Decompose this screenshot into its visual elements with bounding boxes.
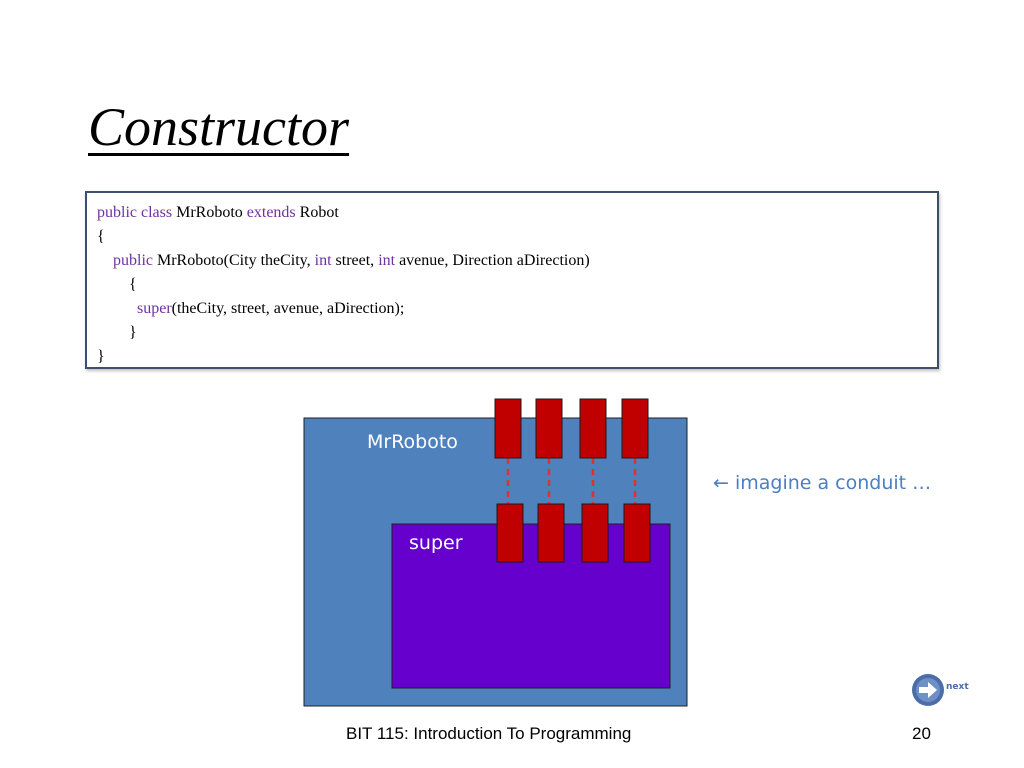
code-keyword: int	[378, 252, 396, 269]
lower-connector-block	[537, 503, 565, 563]
upper-connector-block	[494, 398, 522, 459]
code-text: street,	[331, 252, 379, 269]
code-line-2: {	[97, 228, 105, 245]
lower-connector-block	[496, 503, 524, 563]
code-line-3: public MrRoboto(City theCity, int street…	[97, 249, 927, 273]
code-line-6: }	[97, 324, 137, 341]
page-number: 20	[912, 724, 931, 743]
upper-connector-block	[621, 398, 649, 459]
code-line-1: public class MrRoboto extends Robot	[97, 201, 927, 225]
code-keyword: int	[314, 252, 332, 269]
code-keyword: extends	[246, 204, 296, 221]
slide-title: Constructor	[88, 97, 350, 157]
code-text: (theCity, street, avenue, aDirection);	[171, 300, 405, 317]
code-keyword: public class	[97, 204, 173, 221]
upper-connector-block	[535, 398, 563, 459]
code-line-7: }	[97, 348, 105, 365]
code-text: Robot	[295, 204, 339, 221]
next-arrow-icon[interactable]	[910, 672, 974, 708]
lower-connector-block	[623, 503, 651, 563]
code-keyword: public	[113, 252, 153, 269]
next-button-label[interactable]: next	[946, 682, 969, 692]
connector-group	[494, 398, 651, 563]
code-line-4: {	[97, 276, 137, 293]
mrroboto-label: MrRoboto	[367, 431, 458, 453]
code-keyword: super	[137, 300, 172, 317]
code-text: avenue, Direction aDirection)	[395, 252, 590, 269]
code-line-5: super(theCity, street, avenue, aDirectio…	[97, 297, 927, 321]
code-text: MrRoboto(City theCity,	[153, 252, 315, 269]
code-text: MrRoboto	[172, 204, 247, 221]
conduit-note: ← imagine a conduit …	[713, 472, 932, 494]
upper-connector-block	[579, 398, 607, 459]
super-label: super	[409, 532, 463, 554]
code-block: public class MrRoboto extends Robot { pu…	[85, 191, 939, 369]
lower-connector-block	[581, 503, 609, 563]
footer-course-title: BIT 115: Introduction To Programming	[346, 724, 632, 743]
